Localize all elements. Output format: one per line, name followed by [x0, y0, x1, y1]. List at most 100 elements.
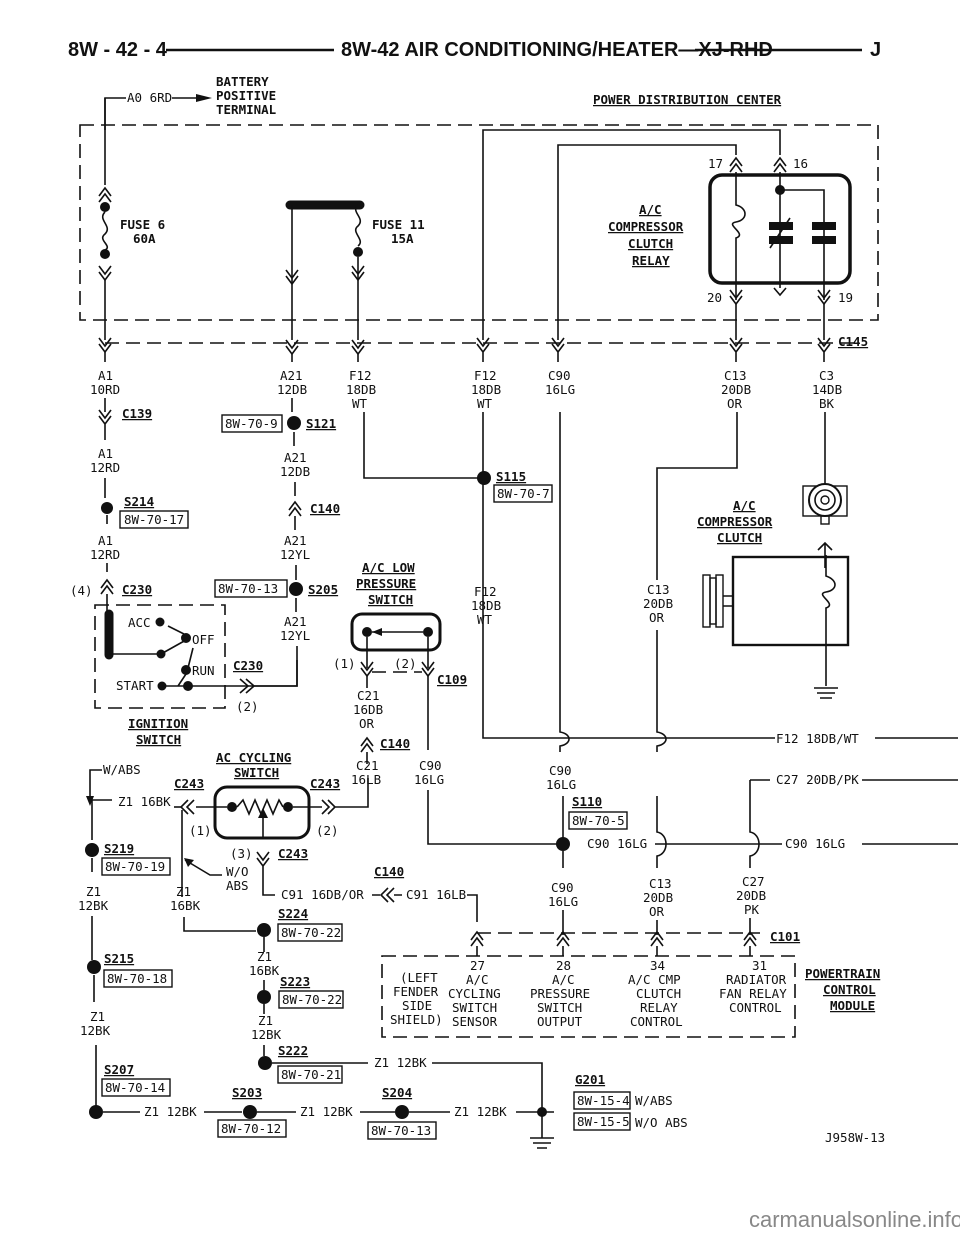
diagram-label: 27	[470, 958, 485, 973]
diagram-label: A/C	[466, 972, 489, 987]
diagram-label: Z1	[90, 1009, 105, 1024]
diagram-label: POSITIVE	[216, 88, 276, 103]
diagram-label: Z1	[258, 1013, 273, 1028]
diagram-label: CONTROL	[729, 1000, 782, 1015]
diagram-label: C145	[838, 334, 868, 349]
diagram-label: C243	[310, 776, 340, 791]
diagram-label: COMPRESSOR	[697, 514, 773, 529]
diagram-label: IGNITION	[128, 716, 188, 731]
diagram-label: C140	[310, 501, 340, 516]
diagram-label: C21	[357, 688, 380, 703]
diagram-label: 18DB	[471, 382, 501, 397]
left-chain: C139 A1 12RD S214 8W-70-17 A1 12RD (4) C…	[70, 398, 189, 640]
s115-splice: S115 8W-70-7	[363, 412, 958, 739]
diagram-label: FUSE 11	[372, 217, 425, 232]
diagram-label: RADIATOR	[726, 972, 787, 987]
diagram-label: S121	[306, 416, 336, 431]
diagram-label: C27	[742, 874, 765, 889]
diagram-label: A21	[284, 614, 307, 629]
ac-low-pressure-switch[interactable]: A/C LOW PRESSURE SWITCH (1) (2) C109 C21…	[333, 560, 467, 764]
diagram-label: WT	[477, 612, 493, 627]
diagram-label: 10RD	[90, 382, 120, 397]
diagram-label: 8W-70-12	[221, 1121, 281, 1136]
diagram-label: Z1	[257, 949, 272, 964]
diagram-label: 28	[556, 958, 571, 973]
diagram-label: C90	[551, 880, 574, 895]
diagram-label: S115	[496, 469, 526, 484]
diagram-label: A1	[98, 368, 113, 383]
page-title: 8W-42 AIR CONDITIONING/HEATER—XJ-RHD	[341, 39, 773, 61]
diagram-label: OR	[359, 716, 375, 731]
figure-id: J958W-13	[825, 1130, 885, 1145]
diagram-label: 16LG	[546, 777, 576, 792]
diagram-label: 12YL	[280, 628, 310, 643]
diagram-label: CLUTCH	[636, 986, 681, 1001]
diagram-label: FUSE 6	[120, 217, 165, 232]
diagram-label: S203	[232, 1085, 262, 1100]
diagram-label: 12BK	[80, 1023, 111, 1038]
diagram-label: A/C LOW	[362, 560, 415, 575]
diagram-label: F12 18DB/WT	[776, 731, 859, 746]
diagram-label: 12DB	[280, 464, 310, 479]
diagram-label: OR	[649, 904, 665, 919]
diagram-label: C101	[770, 929, 800, 944]
diagram-label: 8W-70-9	[225, 416, 278, 431]
diagram-label: SWITCH	[234, 765, 279, 780]
diagram-label: W/ABS	[635, 1093, 673, 1108]
diagram-label: 12BK	[78, 898, 109, 913]
diagram-label: FAN RELAY	[719, 986, 787, 1001]
ignition-switch[interactable]: ACC OFF RUN START C230 (2) IGNITION SWIT…	[94, 604, 298, 747]
diagram-label: 60A	[133, 231, 156, 246]
diagram-label: 12RD	[90, 547, 120, 562]
diagram-label: A0 6RD	[127, 90, 172, 105]
diagram-label: A1	[98, 533, 113, 548]
diagram-label: ACC	[128, 615, 151, 630]
diagram-label: 8W-15-4	[577, 1093, 630, 1108]
diagram-label: (1)	[333, 656, 356, 671]
diagram-label: A1	[98, 446, 113, 461]
diagram-label: F12	[474, 584, 497, 599]
diagram-label: (LEFT	[400, 970, 438, 985]
c101-connector: C101	[470, 929, 800, 956]
diagram-label: C139	[122, 406, 152, 421]
diagram-label: 8W-70-17	[124, 512, 184, 527]
diagram-label: A/C	[733, 498, 756, 513]
diagram-label: 12YL	[280, 547, 310, 562]
diagram-label: 15A	[391, 231, 414, 246]
diagram-label: (3)	[230, 846, 253, 861]
diagram-label: S204	[382, 1085, 412, 1100]
diagram-label: 16LG	[545, 382, 575, 397]
diagram-label: MODULE	[830, 998, 875, 1013]
ac-cycling-switch[interactable]: AC CYCLING SWITCH C243 C243 C21 16LB C90…	[86, 750, 563, 922]
diagram-label: WT	[477, 396, 493, 411]
diagram-label: SIDE	[402, 998, 432, 1013]
diagram-label: 16LG	[548, 894, 578, 909]
pcm-pin-28: 28 A/C PRESSURE SWITCH OUTPUT	[530, 958, 590, 1029]
edition-letter: J	[870, 39, 881, 61]
diagram-label: CLUTCH	[628, 236, 673, 251]
mid-wires: F12 18DB WT C13 20DB OR F12 18DB/WT	[471, 412, 875, 752]
center-chain: 8W-70-9 S121 A21 12DB C140 A21 12YL 8W-7…	[214, 398, 340, 687]
diagram-label: C230	[233, 658, 263, 673]
diagram-label: 8W-70-13	[218, 581, 278, 596]
arrow-icon	[196, 94, 212, 102]
diagram-label: 8W-70-5	[572, 813, 625, 828]
diagram-label: 31	[752, 958, 767, 973]
ac-compressor-clutch: A/C COMPRESSOR CLUTCH	[697, 412, 850, 699]
diagram-label: S219	[104, 841, 134, 856]
diagram-label: S214	[124, 494, 154, 509]
diagram-label: S110	[572, 794, 602, 809]
diagram-label: C90 16LG	[785, 836, 845, 851]
diagram-label: POWERTRAIN	[805, 966, 880, 981]
diagram-label: 20DB	[736, 888, 766, 903]
diagram-label: C243	[278, 846, 308, 861]
diagram-label: C243	[174, 776, 204, 791]
diagram-label: AC CYCLING	[216, 750, 291, 765]
pcm-pin-31: 31 RADIATOR FAN RELAY CONTROL	[719, 958, 787, 1015]
diagram-label: Z1 12BK	[454, 1104, 507, 1119]
diagram-label: SHIELD)	[390, 1012, 443, 1027]
diagram-label: 12DB	[277, 382, 307, 397]
c145-connector: C145	[476, 334, 868, 362]
diagram-label: 8W-70-19	[105, 859, 165, 874]
diagram-label: C27 20DB/PK	[776, 772, 859, 787]
